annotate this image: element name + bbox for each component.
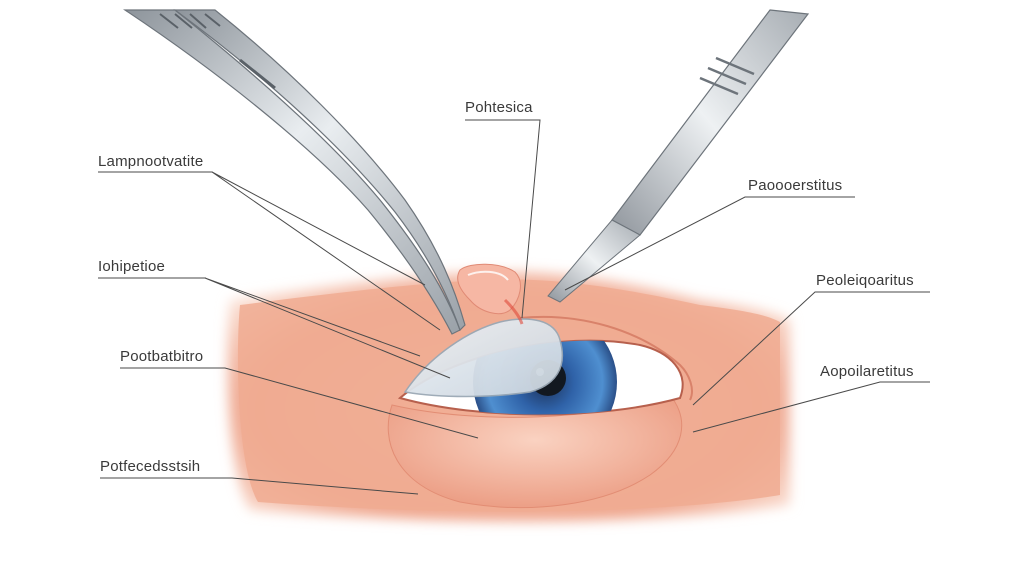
leader-bottom-left bbox=[100, 477, 419, 495]
label-top-center: Pohtesica bbox=[465, 99, 533, 116]
leader-upper-right bbox=[564, 196, 855, 291]
spatula-instrument bbox=[547, 9, 810, 303]
label-upper-left: Lampnootvatite bbox=[98, 153, 203, 170]
lower-eyelid bbox=[387, 394, 683, 509]
label-mid-right: Peoleiqoaritus bbox=[816, 272, 914, 289]
label-lower-left: Pootbatbitro bbox=[120, 348, 203, 365]
leader-mid-left bbox=[98, 277, 451, 379]
forceps-instrument bbox=[123, 9, 466, 335]
leader-lower-right bbox=[692, 381, 930, 433]
leader-lower-left bbox=[120, 367, 479, 439]
label-upper-right: Paoooerstitus bbox=[748, 177, 842, 194]
corneal-flap bbox=[403, 318, 564, 398]
leader-mid-right bbox=[692, 291, 930, 406]
leader-top-center bbox=[465, 119, 541, 319]
labels: Pohtesica Lampnootvatite Paoooerstitus I… bbox=[98, 99, 914, 475]
label-lower-right: Aopoilaretitus bbox=[820, 363, 914, 380]
label-bottom-left: Potfecedsstsih bbox=[100, 458, 200, 475]
leader-lines bbox=[98, 119, 930, 495]
upper-eyelid-crease bbox=[519, 315, 693, 401]
label-mid-left: Iohipetioe bbox=[98, 258, 165, 275]
leader-upper-left bbox=[98, 171, 441, 331]
